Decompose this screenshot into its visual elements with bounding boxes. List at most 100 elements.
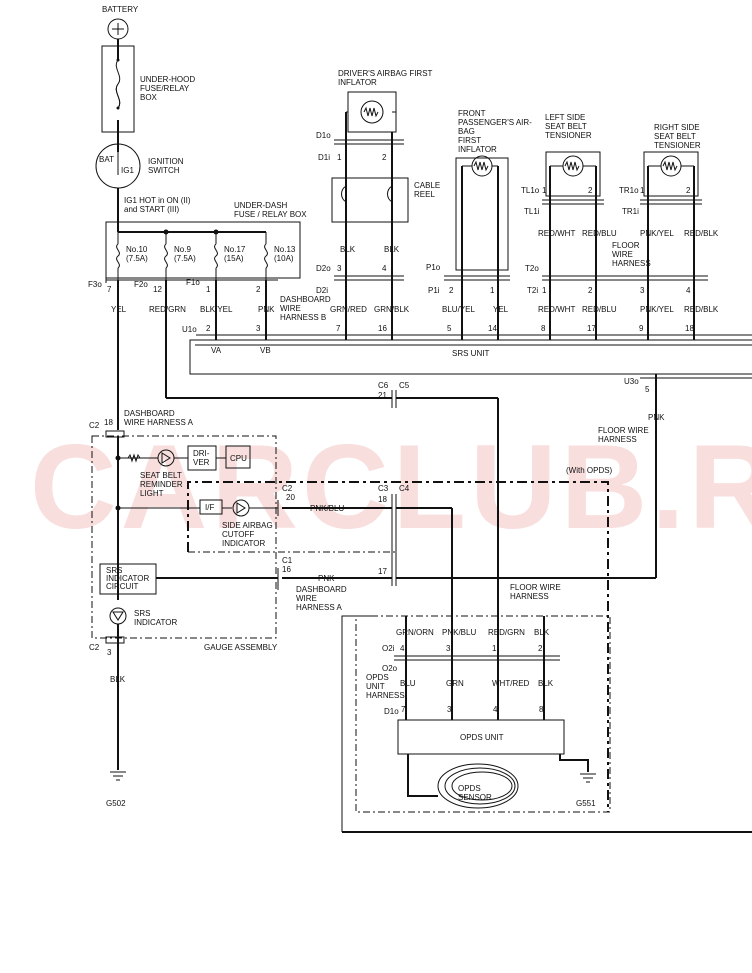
wire-pnk-yel: PNK/YEL — [640, 229, 674, 238]
passenger-inflator-label-1: FRONT — [458, 109, 486, 118]
floor-harness2-label-2: HARNESS — [598, 435, 637, 444]
c2-pin-18: 18 — [104, 418, 113, 427]
opds-wire-color: WHT/RED — [492, 679, 530, 688]
cable-reel — [331, 177, 409, 223]
right-tensioner-label-1: RIGHT SIDE — [654, 123, 700, 132]
p1o-label: P1o — [426, 263, 441, 272]
p1i-pin-1: 1 — [490, 286, 495, 295]
opds-wire-color: GRN — [446, 679, 464, 688]
t2-pin: 4 — [686, 286, 691, 295]
driver-box-label-2: VER — [193, 458, 210, 467]
cpu-box — [225, 445, 251, 469]
opds-sensor-label-1: OPDS — [458, 784, 481, 793]
d1i-pin-2: 2 — [382, 153, 387, 162]
t2-pin: 2 — [588, 286, 593, 295]
u3o-label: U3o — [624, 377, 639, 386]
d1i-label: D1i — [318, 153, 330, 162]
srs-vb: VB — [260, 346, 271, 355]
seat-belt-light-label-1: SEAT BELT — [140, 471, 182, 480]
srs-indicator-label-1: SRS — [134, 609, 150, 618]
under-dash-fuses: No.10(7.5A)No.9(7.5A)No.17(15A)No.13(10A… — [116, 232, 296, 280]
watermark: CARCLUB.RU — [30, 420, 752, 554]
c3-label: C3 — [378, 484, 389, 493]
floor-harness-label-1: FLOOR — [612, 241, 640, 250]
fuse-rating: (10A) — [274, 254, 294, 263]
passenger-airbag-inflator — [455, 157, 509, 271]
wire-red-wht-2: RED/WHT — [538, 305, 575, 314]
g502-label: G502 — [106, 799, 126, 808]
tr1o-label: TR1o — [619, 186, 639, 195]
wire-pnk-blu: PNK/BLU — [310, 504, 344, 513]
dash-a-label-1: DASHBOARD — [124, 409, 175, 418]
dash-b-label-2: WIRE — [280, 304, 301, 313]
c1-pin-17: 17 — [378, 567, 387, 576]
floor-harness3-label-2: HARNESS — [510, 592, 549, 601]
tensioner-icon — [643, 151, 699, 197]
tensioner-icon — [545, 151, 601, 197]
u1o-pin: 9 — [639, 324, 644, 333]
if-box — [199, 499, 223, 515]
c6-label: C6 — [378, 381, 389, 390]
under-dash-fuse-box — [105, 221, 301, 279]
t2-pin: 3 — [640, 286, 645, 295]
opds-wires: GRN/ORN4BLU7PNK/BLU3GRN3RED/GRN1WHT/RED4… — [394, 616, 560, 720]
srs-circuit-label-2: INDICATOR — [106, 574, 149, 583]
t2o-label: T2o — [525, 264, 539, 273]
driver-box-label-1: DRI- — [193, 449, 210, 458]
opds-wire-color: BLK — [538, 679, 554, 688]
ignition-label-2: SWITCH — [148, 166, 180, 175]
left-tensioner-label-2: SEAT BELT — [545, 122, 587, 131]
cutoff-label-1: SIDE AIRBAG — [222, 521, 273, 530]
wire-yel-p: YEL — [493, 305, 509, 314]
ig1-note-1: IG1 HOT in ON (II) — [124, 196, 191, 205]
u1o-pin: 18 — [685, 324, 694, 333]
opds-sensor-icon — [437, 763, 519, 809]
wire-blu-yel: BLU/YEL — [442, 305, 475, 314]
opds-pin: 8 — [539, 705, 544, 714]
u1o-pin-5: 5 — [447, 324, 452, 333]
passenger-inflator-icon — [471, 155, 493, 177]
wire-red-blk-2: RED/BLK — [684, 305, 719, 314]
c5-label: C5 — [399, 381, 410, 390]
bat-label: BAT — [99, 155, 114, 164]
u1o-label: U1o — [182, 325, 197, 334]
opds-pin: 3 — [446, 644, 451, 653]
ground-icon-g551 — [580, 773, 596, 783]
f1o-pin-1: 1 — [206, 285, 211, 294]
ig1-note-2: and START (III) — [124, 205, 179, 214]
u1o-pin-3: 3 — [256, 324, 261, 333]
opds-pin: 4 — [400, 644, 405, 653]
dash-a2-label-3: HARNESS A — [296, 603, 342, 612]
tensioner-pin: 2 — [686, 186, 691, 195]
opds-unit-label: OPDS UNIT — [460, 733, 504, 742]
left-tensioner-label-3: TENSIONER — [545, 131, 592, 140]
f1o-pin-2: 2 — [256, 285, 261, 294]
fuse-icon — [214, 232, 218, 280]
wire-grn-blk: GRN/BLK — [374, 305, 410, 314]
dash-a2-label-2: WIRE — [296, 594, 317, 603]
c2-20-label: C2 — [282, 484, 293, 493]
u3o-pin-5: 5 — [645, 385, 650, 394]
fuse-box-label-1: UNDER-HOOD — [140, 75, 195, 84]
ig1-label: IG1 — [121, 166, 134, 175]
fuse-rating: (7.5A) — [126, 254, 148, 263]
srs-circuit-label-1: SRS — [106, 566, 122, 575]
fuse-number: No.13 — [274, 245, 296, 254]
u1o-pin: 8 — [541, 324, 546, 333]
fuse-icon — [164, 232, 168, 280]
battery-label: BATTERY — [102, 5, 139, 14]
driver-inflator-label-1: DRIVER'S AIRBAG FIRST — [338, 69, 433, 78]
srs-indicator-icon — [109, 607, 127, 625]
seat-belt-light-label-2: REMINDER — [140, 480, 183, 489]
driver-airbag-inflator — [347, 91, 397, 133]
wire-red-blu-2: RED/BLU — [582, 305, 617, 314]
wire-red-blu: RED/BLU — [582, 229, 617, 238]
floor-harness2-label-1: FLOOR WIRE — [598, 426, 649, 435]
opds-wire-color: RED/GRN — [488, 628, 525, 637]
if-label: I/F — [205, 503, 214, 512]
opds-pin: 1 — [492, 644, 497, 653]
u1o-pin-2: 2 — [206, 324, 211, 333]
